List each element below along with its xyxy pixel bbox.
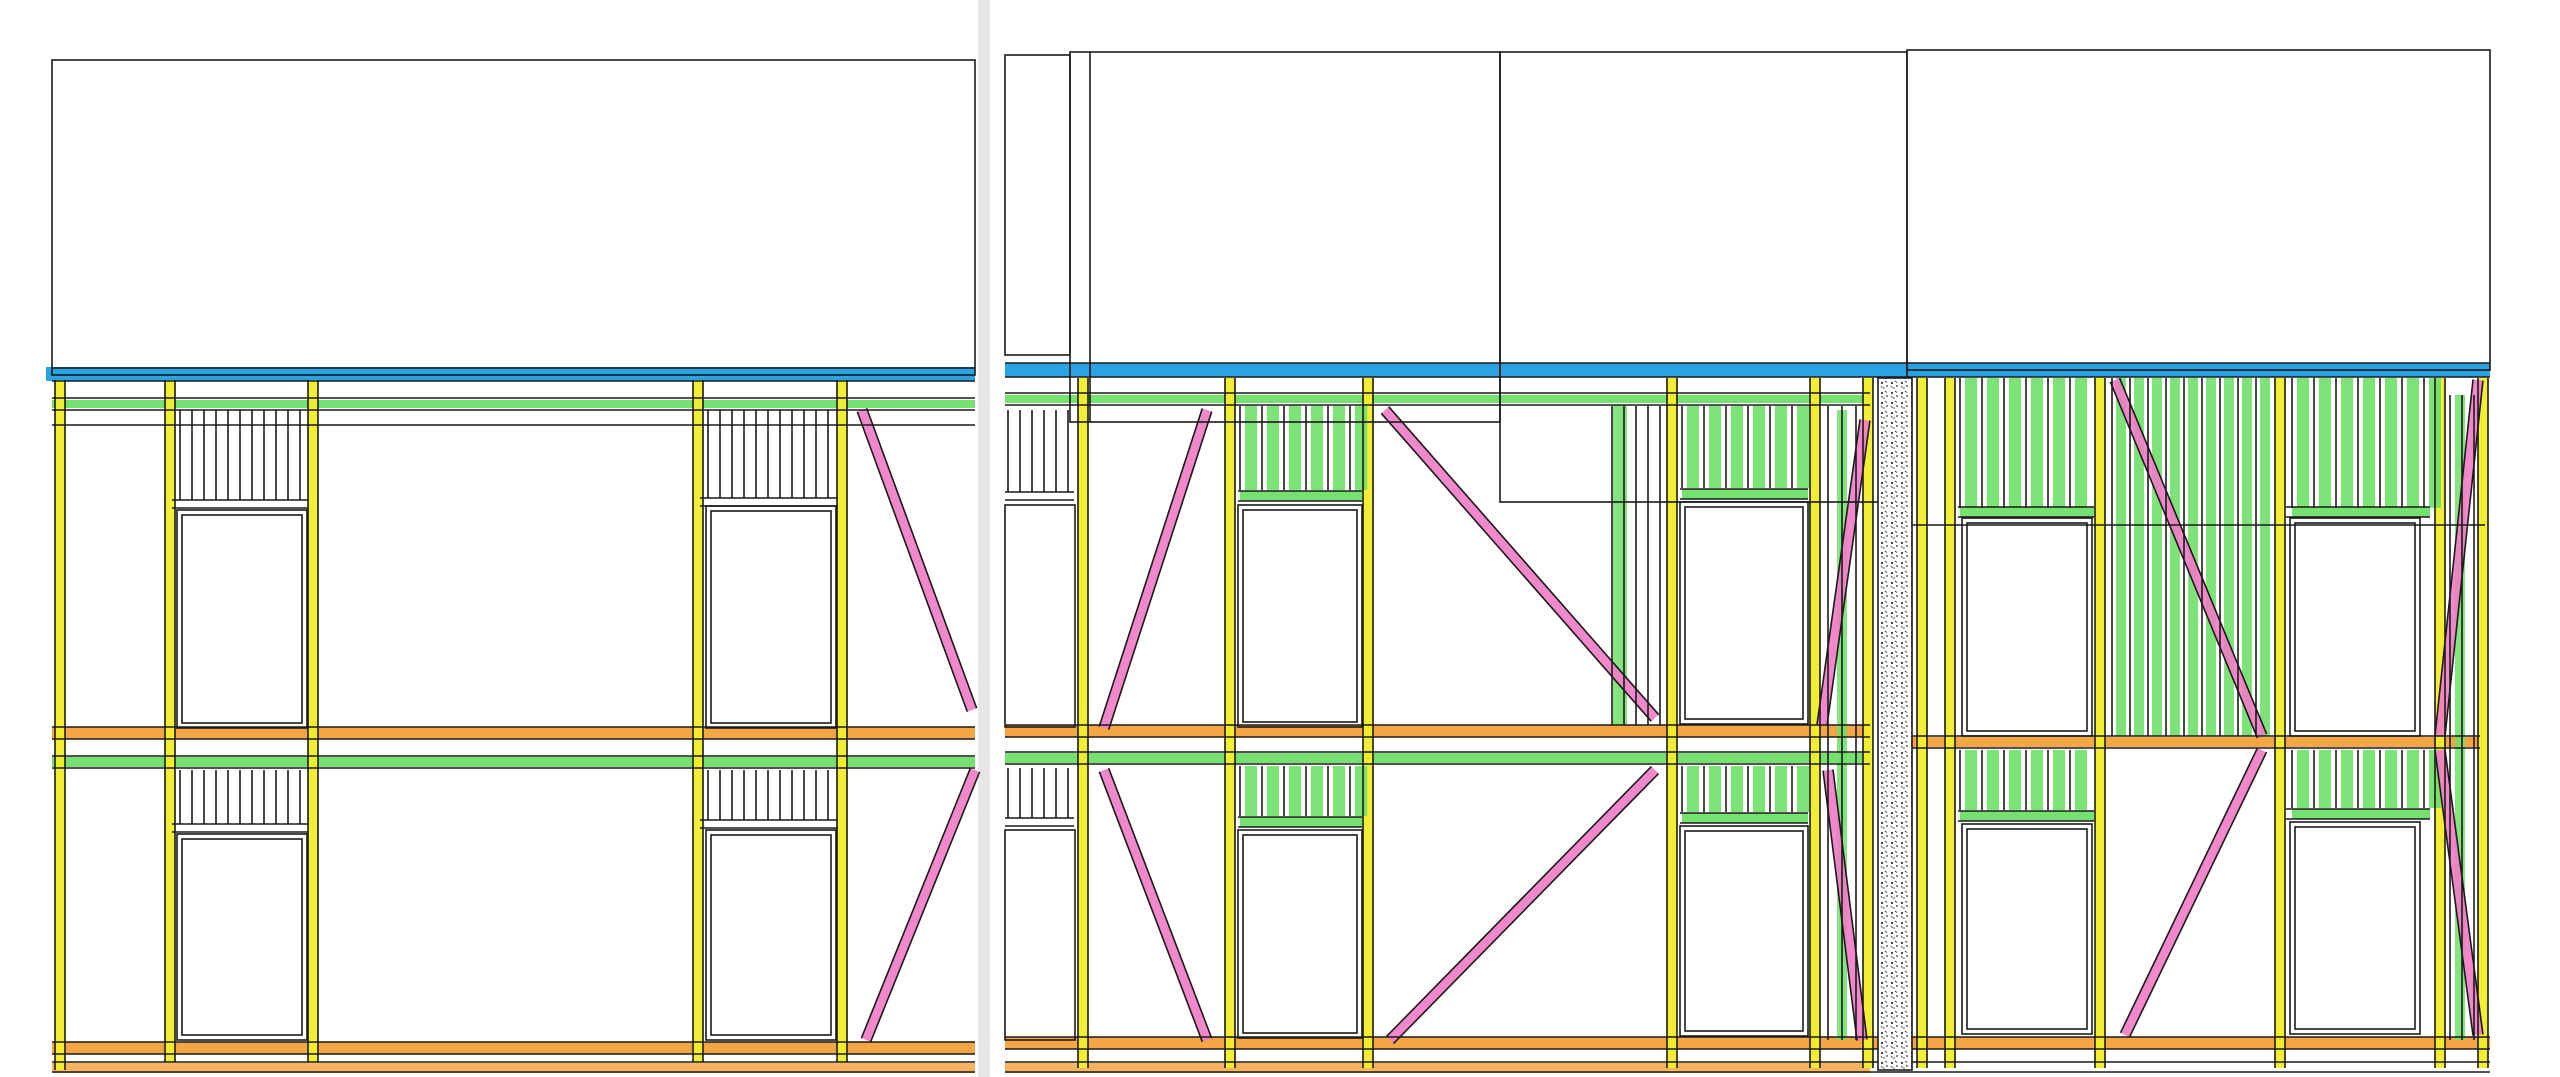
- right-d-window-lower-a-outer: [1961, 823, 2093, 1035]
- right-d-window-upper-a-outer: [1961, 517, 2093, 737]
- right-d-brace-lower: [2128, 751, 2268, 1038]
- right-d-window-lower-a-inner: [1966, 828, 2088, 1030]
- left-window-upper-b-outer: [705, 505, 837, 729]
- right-brace-c-lower: [1822, 770, 1858, 1041]
- right-d-window-lower-b-inner: [2294, 826, 2416, 1030]
- right-d-brace-end-lower-marker: [2435, 749, 2483, 1036]
- left-window-upper-b-inner: [710, 510, 832, 724]
- right-upper-box-d: [1906, 49, 2491, 371]
- right-edge-window-l: [1004, 829, 1076, 1041]
- right-window-bay2-lower-outer: [1679, 825, 1809, 1037]
- right-d-brace-lower-marker: [2120, 748, 2267, 1037]
- right-window-bay2-upper-inner: [1684, 506, 1804, 720]
- color-markings-layer: [46, 0, 2490, 1077]
- left-window-lower-a-inner: [181, 838, 303, 1036]
- left-brace-lower-marker: [861, 768, 980, 1042]
- left-brace-lower: [869, 771, 981, 1043]
- left-brace-lower: [860, 767, 972, 1039]
- right-brace-a-lower: [1098, 771, 1204, 1043]
- right-brace-a-upper-marker: [1099, 408, 1212, 730]
- right-brace-a-lower: [1107, 767, 1213, 1039]
- right-window-bay2-upper-outer: [1679, 501, 1809, 725]
- left-window-lower-b-outer: [705, 829, 837, 1041]
- right-d-window-lower-b-outer: [2289, 821, 2421, 1035]
- right-brace-b-lower: [1392, 772, 1660, 1045]
- right-d-window-upper-a-inner: [1966, 522, 2088, 732]
- right-brace-b-lower: [1385, 765, 1653, 1038]
- right-brace-a-upper: [1098, 408, 1204, 727]
- linework-layer: [51, 49, 2491, 1073]
- right-edge-window: [1004, 504, 1076, 728]
- right-brace-c-upper-marker: [1817, 419, 1870, 726]
- right-brace-a-lower-marker: [1099, 768, 1212, 1042]
- right-window-bay1-upper-inner: [1242, 509, 1358, 723]
- left-upper-box: [51, 59, 976, 376]
- right-window-bay2-lower-inner: [1684, 830, 1804, 1032]
- left-window-lower-a-outer: [176, 833, 308, 1041]
- right-upper-box-a: [1004, 54, 1071, 356]
- right-d-brace-end-upper-marker: [2435, 379, 2483, 737]
- right-d-window-upper-b-outer: [2289, 517, 2421, 737]
- right-d-brace-end-upper: [2444, 380, 2484, 737]
- right-brace-c-upper: [1826, 420, 1871, 726]
- right-d-brace-end-lower: [2434, 750, 2474, 1036]
- right-brace-a-upper: [1107, 411, 1213, 730]
- right-d-brace-upper: [2118, 377, 2268, 735]
- concrete-column: [1877, 377, 1913, 1071]
- right-window-bay1-upper-outer: [1237, 504, 1363, 728]
- left-brace-upper: [865, 408, 978, 709]
- left-brace-upper: [856, 411, 969, 712]
- right-brace-b-upper: [1380, 412, 1652, 722]
- right-brace-b-upper-marker: [1381, 407, 1659, 721]
- right-window-bay1-lower-outer: [1237, 829, 1363, 1039]
- right-brace-c-upper: [1816, 419, 1861, 725]
- right-d-brace-end-upper: [2434, 379, 2474, 736]
- left-window-lower-b-inner: [710, 834, 832, 1036]
- left-window-upper-a-inner: [181, 514, 303, 724]
- left-window-upper-a-outer: [176, 509, 308, 729]
- left-brace-upper-marker: [857, 408, 977, 712]
- right-brace-b-lower-marker: [1386, 766, 1659, 1044]
- right-d-brace-upper: [2109, 381, 2259, 739]
- right-window-bay1-lower-inner: [1242, 834, 1358, 1034]
- right-brace-c-lower: [1832, 769, 1868, 1040]
- right-d-brace-lower: [2119, 747, 2259, 1034]
- right-d-window-upper-b-inner: [2294, 522, 2416, 732]
- right-brace-b-upper: [1388, 406, 1660, 716]
- right-d-brace-end-lower: [2444, 749, 2484, 1035]
